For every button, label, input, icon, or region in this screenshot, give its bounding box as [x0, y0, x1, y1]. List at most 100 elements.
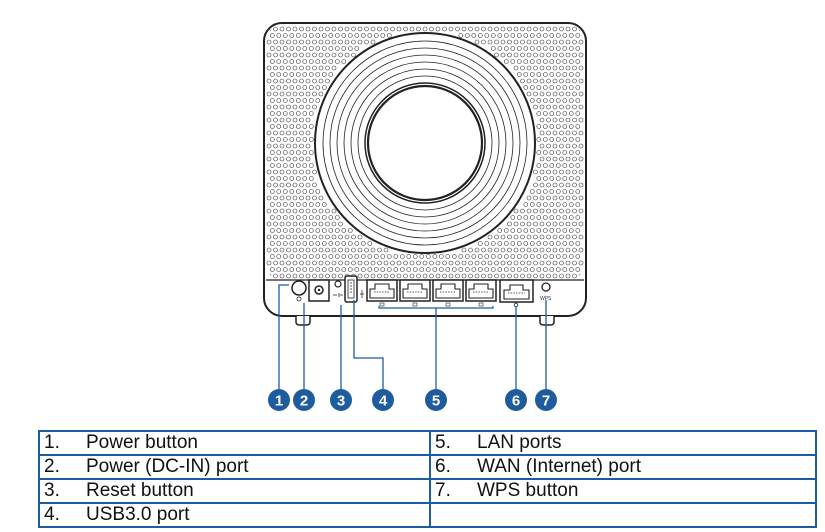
- vent-dot: [559, 156, 564, 162]
- vent-dot: [520, 234, 525, 240]
- vent-dot: [273, 182, 278, 188]
- vent-dot: [539, 52, 545, 58]
- vent-dot: [279, 26, 285, 32]
- vent-dot: [568, 85, 574, 90]
- vent-dot: [468, 247, 473, 253]
- vent-dot: [318, 52, 324, 58]
- vent-dot: [412, 254, 418, 259]
- vent-dot: [546, 260, 551, 266]
- vent-dot: [396, 260, 402, 266]
- vent-dot: [555, 111, 561, 116]
- vent-dot: [536, 59, 542, 64]
- vent-dot: [370, 260, 376, 266]
- vent-dot: [555, 163, 561, 168]
- vent-dot: [419, 267, 425, 272]
- vent-dot: [549, 254, 555, 259]
- vent-dot: [364, 260, 369, 266]
- vent-dot: [559, 169, 564, 175]
- vent-dot: [302, 46, 308, 51]
- vent-dot: [539, 260, 545, 266]
- vent-dot: [305, 26, 311, 32]
- vent-dot: [383, 26, 389, 32]
- vent-dot: [520, 273, 525, 279]
- vent-dot: [555, 241, 561, 246]
- vent-dot: [481, 39, 486, 45]
- vent-dot: [299, 91, 304, 97]
- vent-dot: [451, 267, 457, 272]
- vent-dot: [526, 78, 532, 84]
- callout-5: 5: [425, 389, 447, 411]
- vent-dot: [510, 267, 516, 272]
- vent-dot: [286, 247, 291, 253]
- vent-dot: [542, 228, 548, 233]
- vent-dot: [487, 273, 493, 279]
- vent-dot: [325, 65, 330, 71]
- vent-dot: [276, 202, 282, 207]
- vent-dot: [539, 208, 545, 214]
- vent-dot: [542, 202, 548, 207]
- vent-dot: [269, 228, 275, 233]
- lan-ports: [366, 279, 497, 307]
- vent-dot: [321, 46, 327, 51]
- vent-dot: [539, 91, 545, 97]
- vent-dot: [562, 46, 568, 51]
- vent-dot: [451, 254, 457, 259]
- vent-dot: [578, 156, 584, 162]
- vent-dot: [299, 195, 304, 201]
- vent-dot: [510, 241, 516, 246]
- vent-dot: [575, 254, 581, 259]
- vent-dot: [302, 163, 308, 168]
- vent-dot: [542, 163, 548, 168]
- vent-dot: [572, 91, 577, 97]
- vent-dot: [575, 33, 581, 38]
- vent-dot: [331, 273, 337, 279]
- vent-dot: [477, 241, 483, 246]
- vent-dot: [295, 33, 301, 38]
- vent-dot: [344, 26, 350, 32]
- vent-dot: [341, 228, 347, 233]
- vent-dot: [269, 111, 275, 116]
- vent-dot: [559, 130, 564, 136]
- vent-dot: [269, 33, 275, 38]
- vent-dot: [321, 241, 327, 246]
- reset-button-icon: [333, 280, 343, 297]
- vent-dot: [331, 65, 337, 71]
- vent-dot: [516, 59, 522, 64]
- vent-dot: [331, 234, 337, 240]
- vent-dot: [435, 26, 441, 32]
- vent-dot: [520, 78, 525, 84]
- vent-dot: [305, 91, 311, 97]
- vent-dot: [299, 39, 304, 45]
- vent-dot: [568, 228, 574, 233]
- vent-dot: [286, 65, 291, 71]
- vent-dot: [299, 26, 304, 32]
- vent-dot: [308, 46, 314, 51]
- vent-dot: [549, 176, 555, 181]
- vent-dot: [289, 33, 295, 38]
- vent-dot: [503, 267, 509, 272]
- vent-dot: [559, 65, 564, 71]
- vent-dot: [266, 143, 272, 149]
- vent-dot: [503, 33, 509, 38]
- vent-dot: [503, 46, 509, 51]
- vent-dot: [370, 247, 376, 253]
- vent-dot: [552, 78, 558, 84]
- vent-dot: [357, 39, 363, 45]
- vent-dot: [289, 202, 295, 207]
- vent-dot: [299, 117, 304, 123]
- vent-dot: [266, 234, 272, 240]
- vent-dot: [295, 176, 301, 181]
- vent-dot: [507, 247, 512, 253]
- vent-dot: [266, 221, 272, 227]
- vent-dot: [510, 33, 516, 38]
- vent-dot: [357, 26, 363, 32]
- vent-dot: [295, 254, 301, 259]
- vent-dot: [403, 260, 408, 266]
- vent-dot: [578, 130, 584, 136]
- legend-item-label: WPS button: [477, 480, 579, 501]
- vent-dot: [536, 163, 542, 168]
- vent-dot: [279, 39, 285, 45]
- vent-dot: [282, 176, 288, 181]
- vent-dot: [286, 169, 291, 175]
